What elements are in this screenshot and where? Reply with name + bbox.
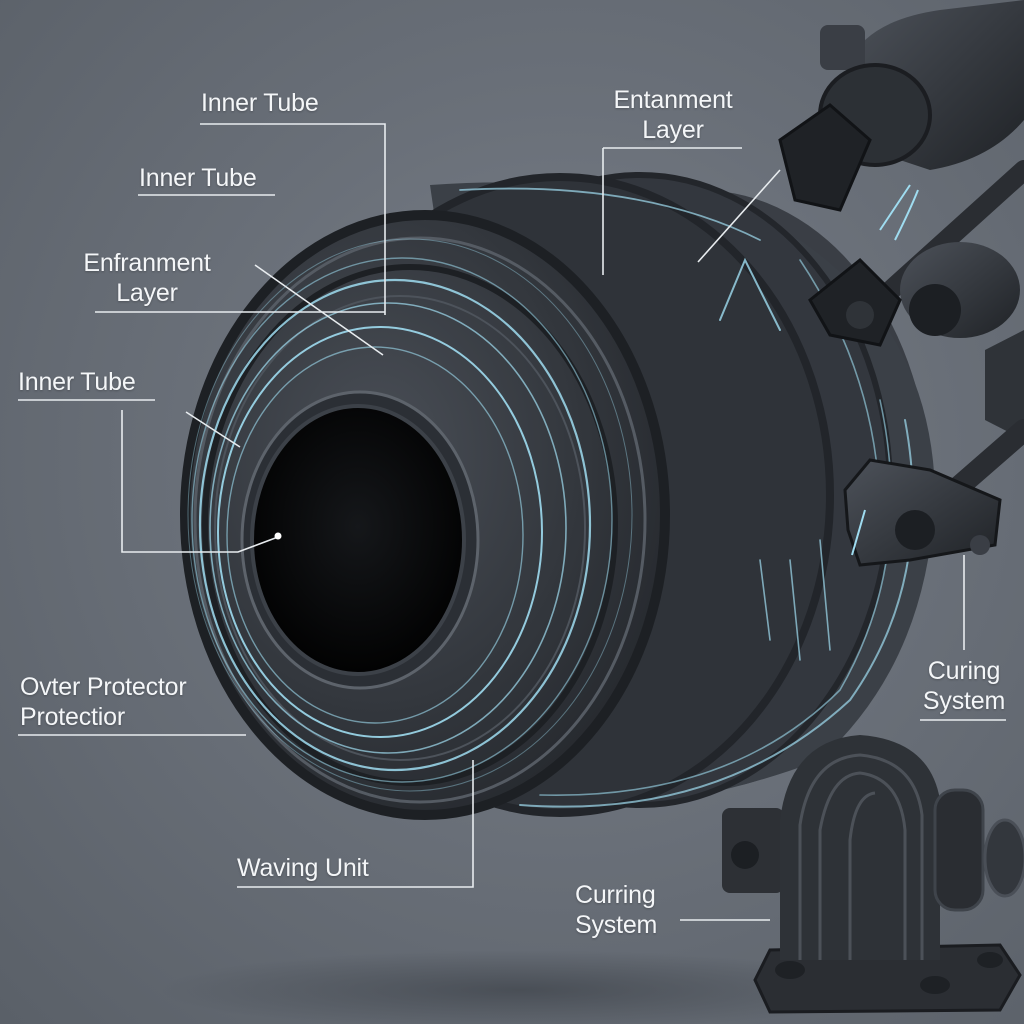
robotic-arm-middle bbox=[808, 160, 1024, 347]
bore-pointer-dot bbox=[274, 532, 282, 540]
label-inner-tube-left: Inner Tube bbox=[18, 367, 136, 397]
curing-machine bbox=[722, 735, 1024, 1014]
label-outer-protector: Ovter Protector Protectior bbox=[20, 672, 187, 732]
leader-lines bbox=[18, 123, 1006, 921]
label-text: Inner Tube bbox=[201, 89, 319, 117]
label-text: Layer bbox=[116, 279, 178, 307]
label-text: Waving Unit bbox=[237, 854, 369, 882]
label-text: Curing bbox=[927, 657, 1001, 685]
label-curring-system-bottom: Curring System bbox=[575, 880, 657, 940]
label-text: Inner Tube bbox=[139, 164, 257, 192]
label-text: System bbox=[922, 687, 1006, 715]
label-text: Entanment bbox=[613, 86, 733, 114]
ground-shadow bbox=[160, 950, 880, 1024]
label-text: Layer bbox=[642, 116, 704, 144]
label-inner-tube-second: Inner Tube bbox=[139, 163, 257, 193]
label-entanment-layer: Entanment Layer bbox=[596, 85, 750, 145]
label-text: System bbox=[575, 911, 658, 939]
label-text: Inner Tube bbox=[18, 368, 136, 396]
label-text: Ovter Protector bbox=[20, 673, 187, 701]
robotic-arm-upper bbox=[778, 0, 1024, 241]
label-inner-tube-top: Inner Tube bbox=[201, 88, 319, 118]
label-text: Enfranment bbox=[83, 249, 211, 277]
label-waving-unit: Waving Unit bbox=[237, 853, 369, 883]
label-curing-system-right: Curing System bbox=[914, 656, 1014, 716]
label-enfranment-layer: Enfranment Layer bbox=[72, 248, 222, 308]
label-text: Curring bbox=[575, 881, 656, 909]
inner-bore bbox=[240, 390, 480, 690]
robotic-arm-lower bbox=[843, 330, 1024, 567]
label-text: Protectior bbox=[20, 703, 125, 731]
